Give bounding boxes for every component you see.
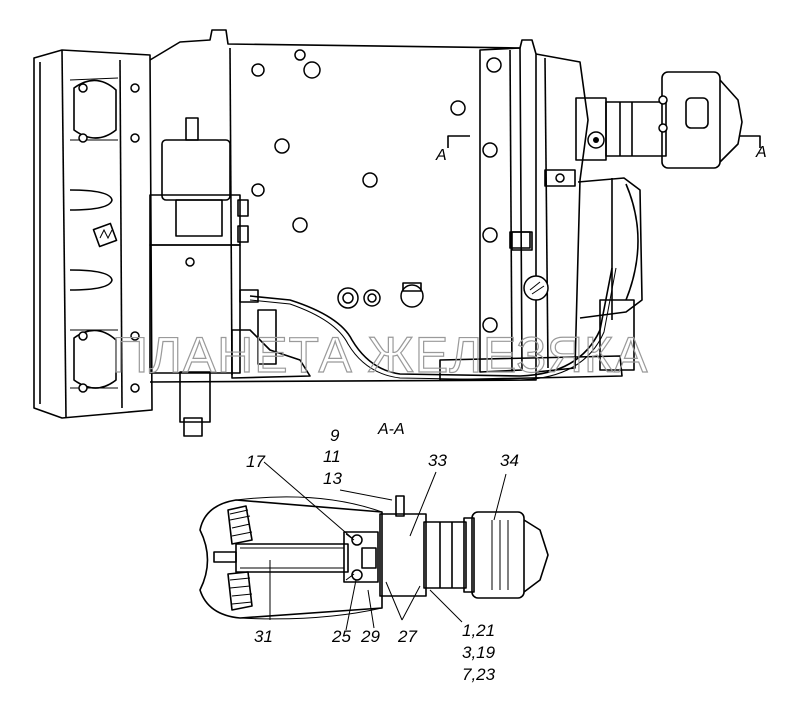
section-marker-right: A bbox=[740, 135, 767, 161]
valve-block bbox=[149, 117, 249, 437]
section-title: A-A bbox=[377, 421, 405, 438]
upper-housing bbox=[149, 29, 537, 383]
rear-section bbox=[479, 47, 589, 373]
section-pump bbox=[379, 495, 549, 599]
callout-25: 25 bbox=[331, 627, 351, 646]
leader-lines bbox=[263, 461, 507, 631]
callout-9: 9 bbox=[330, 426, 340, 445]
callout-33: 33 bbox=[428, 451, 447, 470]
section-letter-right: A bbox=[755, 144, 767, 161]
callout-7-23: 7,23 bbox=[462, 665, 496, 684]
section-shaft bbox=[235, 543, 349, 573]
section-letter-left: A bbox=[435, 147, 447, 164]
section-aa-view: 9 11 13 17 33 34 31 25 29 27 1,21 3,19 7… bbox=[199, 426, 549, 684]
gearbox-side-view: A A bbox=[33, 29, 767, 437]
section-gear bbox=[213, 505, 253, 611]
watermark-text: ПЛАНЕТА ЖЕЛЕЗЯКА bbox=[112, 327, 648, 383]
callout-3-19: 3,19 bbox=[462, 643, 496, 662]
section-housing bbox=[199, 499, 383, 619]
section-bearing bbox=[343, 531, 379, 583]
callout-17: 17 bbox=[246, 452, 265, 471]
drain-plugs bbox=[337, 231, 533, 309]
manufacturer-logo bbox=[92, 222, 118, 248]
callout-34: 34 bbox=[500, 451, 519, 470]
pto-flange bbox=[577, 177, 643, 371]
callouts: 9 11 13 17 33 34 31 25 29 27 1,21 3,19 7… bbox=[246, 426, 519, 684]
section-marker-left: A bbox=[435, 135, 470, 164]
callout-11: 11 bbox=[323, 447, 341, 466]
callout-29: 29 bbox=[360, 627, 380, 646]
callout-1-21: 1,21 bbox=[462, 621, 495, 640]
callout-31: 31 bbox=[254, 627, 273, 646]
callout-27: 27 bbox=[397, 627, 417, 646]
lower-body bbox=[231, 309, 623, 381]
callout-13: 13 bbox=[323, 469, 342, 488]
pneumatic-pump bbox=[575, 71, 743, 169]
clutch-housing bbox=[33, 49, 153, 419]
